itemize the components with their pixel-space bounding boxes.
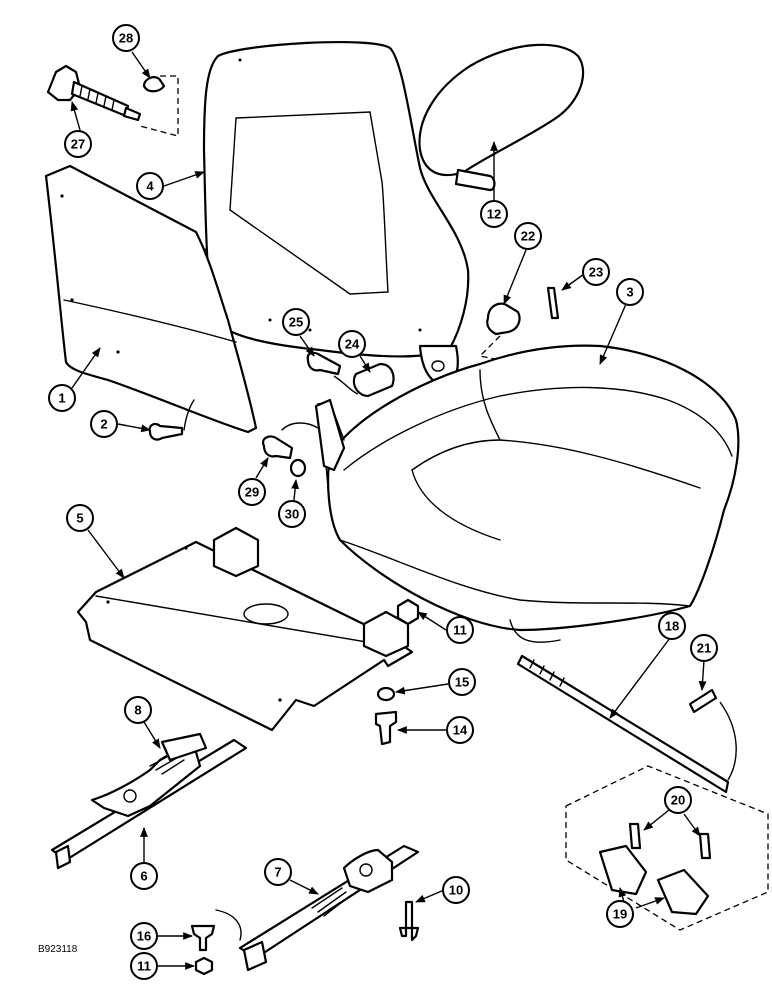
svg-text:10: 10 <box>449 883 463 898</box>
callout: 22 <box>514 222 542 250</box>
callout: 18 <box>658 612 686 640</box>
callout: 7 <box>264 858 292 886</box>
svg-text:3: 3 <box>626 285 633 300</box>
svg-text:2: 2 <box>100 417 107 432</box>
seat-base-plate-part <box>76 526 414 732</box>
callout: 16 <box>130 922 158 950</box>
svg-text:5: 5 <box>76 511 83 526</box>
callout: 24 <box>338 330 366 358</box>
svg-text:7: 7 <box>274 865 281 880</box>
svg-text:30: 30 <box>285 507 299 522</box>
callout: 10 <box>442 876 470 904</box>
callout: 6 <box>130 862 158 890</box>
svg-text:23: 23 <box>589 265 603 280</box>
bracket-pin-part <box>698 832 712 860</box>
svg-text:15: 15 <box>455 675 469 690</box>
svg-text:11: 11 <box>137 959 151 974</box>
bushing-part <box>352 362 395 398</box>
callout: 8 <box>124 696 152 724</box>
seat-cushion-part <box>314 344 740 643</box>
svg-text:1: 1 <box>58 391 65 406</box>
callout: 5 <box>66 504 94 532</box>
callout: 25 <box>282 308 310 336</box>
armrest-part <box>418 43 585 192</box>
svg-text:28: 28 <box>119 31 133 46</box>
callout: 29 <box>238 478 266 506</box>
left-slide-rail-part <box>50 732 248 870</box>
callout: 21 <box>690 634 718 662</box>
svg-text:19: 19 <box>613 907 627 922</box>
base-washer-part <box>376 686 396 702</box>
svg-text:21: 21 <box>697 641 711 656</box>
shaft-pin-part <box>688 688 718 714</box>
svg-text:6: 6 <box>140 869 147 884</box>
shaft-part <box>516 654 730 794</box>
roll-pin-part <box>546 286 560 320</box>
leader-lines <box>70 51 707 970</box>
pin-part <box>142 76 166 93</box>
nut-part <box>396 598 420 626</box>
svg-text:29: 29 <box>245 485 259 500</box>
knob-part <box>486 302 521 336</box>
bracket-part <box>656 868 710 916</box>
right-slide-rail-part <box>215 844 420 972</box>
callout: 20 <box>664 786 692 814</box>
callout: 15 <box>448 668 476 696</box>
bracket-group-outline <box>565 765 769 931</box>
callout: 11 <box>446 616 474 644</box>
svg-text:8: 8 <box>134 703 141 718</box>
svg-text:25: 25 <box>289 315 303 330</box>
svg-text:22: 22 <box>521 229 535 244</box>
callout: 1 <box>48 384 76 412</box>
rail-nut-part <box>194 956 214 976</box>
callout: 23 <box>582 258 610 286</box>
svg-text:20: 20 <box>671 793 685 808</box>
callout: 30 <box>278 500 306 528</box>
bracket-pin-part <box>628 822 642 850</box>
drawing-code: B923118 <box>38 944 78 955</box>
callout: 12 <box>480 200 508 228</box>
svg-text:12: 12 <box>487 207 501 222</box>
svg-text:16: 16 <box>137 929 151 944</box>
rail-bolt-part <box>398 900 420 942</box>
callout: 2 <box>90 410 118 438</box>
washer-part <box>289 458 307 478</box>
svg-text:11: 11 <box>453 623 467 638</box>
back-cushion-part <box>202 40 470 386</box>
callout: 11 <box>130 952 158 980</box>
callout: 19 <box>606 900 634 928</box>
base-bolt-part <box>374 710 398 746</box>
back-panel-part <box>44 164 258 434</box>
carriage-bolt-part <box>190 924 216 952</box>
svg-text:4: 4 <box>146 179 154 194</box>
callout: 4 <box>136 172 164 200</box>
callout: 28 <box>112 24 140 52</box>
svg-text:24: 24 <box>345 337 360 352</box>
callout: 3 <box>616 278 644 306</box>
hinge-bolt-part <box>262 435 294 460</box>
svg-text:18: 18 <box>665 619 679 634</box>
knob-screw-part <box>46 64 142 122</box>
callout: 27 <box>64 130 92 158</box>
svg-text:14: 14 <box>453 723 468 738</box>
bolt-part <box>306 351 342 376</box>
callout: 14 <box>446 716 474 744</box>
bracket-part <box>598 844 648 896</box>
panel-screw-part <box>148 422 184 441</box>
svg-text:27: 27 <box>71 137 85 152</box>
